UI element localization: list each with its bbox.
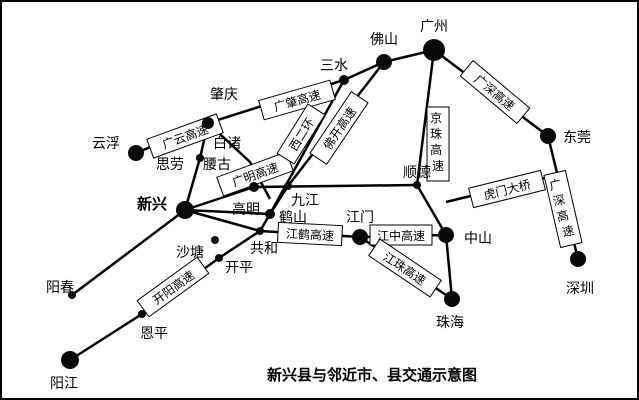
city-dot-silao [196,154,204,162]
label-guangzhou: 广州 [420,19,448,35]
road-jiangzhu: 江珠高速 [368,238,442,298]
label-dongguan: 东莞 [563,130,591,146]
label-yangchun: 阳春 [46,280,74,296]
label-silao: 思劳 [156,157,184,173]
road-jingzhu-char-1: 京 [430,111,442,125]
route-xinxing-gaoming [184,185,255,212]
city-dot-guangzhou [423,39,445,61]
label-kaiping: 开平 [225,260,253,276]
road-jianghe-label: 江鹤高速 [286,226,335,243]
road-guangshen-char-3: 高 [555,207,570,224]
city-dot-shunde [413,181,421,189]
city-dot-enping [138,310,146,318]
label-enping: 恩平 [140,326,168,342]
road-jingzhu-char-4: 速 [432,159,444,173]
city-markers [61,39,586,369]
label-xinxing: 新兴 [137,195,167,213]
road-guangshen: 广 深 高 速 [543,169,583,249]
label-jiujiang: 九江 [291,193,319,209]
city-labels: 广州 佛山 三水 肇庆 云浮 白诸 思劳 腰古 新兴 高明 九江 鹤山 顺德 江… [46,19,594,392]
road-jiangzhong: 江中高速 [369,224,433,246]
city-dot-jiangmen [352,229,368,245]
label-zhongshan: 中山 [464,231,492,247]
label-zhuhai: 珠海 [436,315,464,331]
label-foshan: 佛山 [370,32,398,48]
city-dot-gonghe [256,227,264,235]
city-dot-yunfu [128,145,144,161]
route-gaoming-shunde [253,183,418,189]
city-dot-yangjiang [61,351,79,369]
road-jingzhu-label: 京 珠 高 速 [430,111,446,173]
route-xinxing-yangchun [71,209,186,296]
road-jingzhu-char-3: 高 [430,142,442,157]
city-dot-kaiping [215,254,223,262]
label-zhaoqing: 肇庆 [210,87,238,103]
label-gonghe: 共和 [250,241,278,257]
label-shenzhen: 深圳 [566,281,594,297]
road-guangshen-char-1: 广 [548,177,563,193]
city-dot-jiujiang [284,182,292,190]
label-heshan: 鹤山 [279,210,307,226]
label-baizhu: 白诸 [213,136,241,152]
city-dot-zhaoqing [202,117,214,129]
label-yangjiang: 阳江 [50,376,78,392]
city-dot-zhuhai [444,291,460,307]
city-dot-foshan [376,54,392,70]
road-guangshen-char-4: 速 [561,223,576,239]
road-jingzhu: 京 珠 高 速 [426,106,450,182]
road-kaiyang: 开阳高速 [136,256,210,318]
label-sanshui: 三水 [320,58,348,74]
route-xierhuan [268,79,346,215]
road-guanghuishen: 广深高速 [459,59,531,125]
label-jiangmen: 江门 [346,210,374,226]
label-yunfu: 云浮 [92,136,120,152]
label-yaogu: 腰古 [203,157,231,173]
city-dot-dongguan [540,128,556,144]
city-dot-gaoming [249,182,259,192]
city-dot-heshan [265,209,275,219]
label-shunde: 顺德 [403,165,431,181]
city-dot-sanshui [339,75,349,85]
city-dot-shatang [211,236,219,244]
city-dot-shenzhen [570,251,586,267]
route-xinxing-heshan [184,208,271,216]
road-humen: 虎门大桥 [468,169,546,209]
label-shatang: 沙塘 [176,245,204,261]
road-jiangzhong-label: 江中高速 [377,228,425,243]
road-guangshen-label: 广 深 高 速 [548,176,577,240]
city-dot-zhongshan [438,227,454,243]
road-labels: 广肇高速 广云高速 广明高速 西二环 佛开高速 京 珠 高 速 [136,59,583,318]
route-xinxing-gonghe [184,208,261,233]
road-guangshen-char-2: 深 [552,192,567,208]
label-gaoming: 高明 [232,201,260,218]
city-dot-yangchun [68,291,76,299]
route-jingzhu [415,49,454,300]
map-title: 新兴县与邻近市、县交通示意图 [267,366,477,384]
road-jianghe: 江鹤高速 [276,221,344,247]
road-jingzhu-char-2: 珠 [430,127,442,141]
city-dot-xinxing [176,201,194,219]
